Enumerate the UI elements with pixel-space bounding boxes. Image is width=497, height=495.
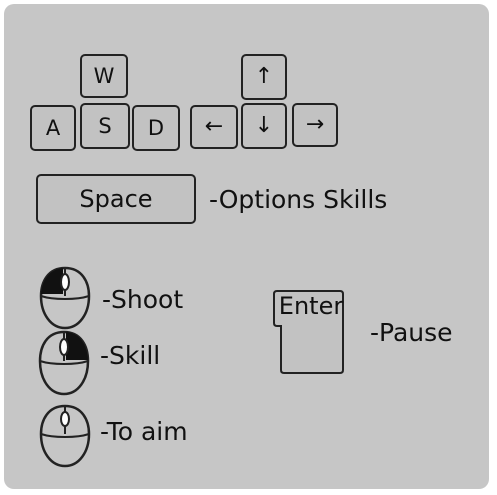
key-s: S <box>80 103 130 149</box>
key-a: A <box>30 105 76 151</box>
key-d-label: D <box>147 116 165 140</box>
enter-action-label: -Pause <box>370 318 453 347</box>
key-right: → <box>292 103 338 147</box>
mouse-left-button-icon <box>39 266 91 330</box>
key-up: ↑ <box>241 54 287 100</box>
key-left: ← <box>190 105 238 149</box>
right-click-label: -Skill <box>100 341 161 370</box>
controls-panel: W A S D ↑ ← ↓ → Space -Options Skills -S… <box>4 4 489 489</box>
key-down: ↓ <box>241 103 287 149</box>
space-action-label: -Options Skills <box>209 185 388 214</box>
enter-key-icon <box>273 290 344 374</box>
arrow-up-icon: ↑ <box>254 64 274 89</box>
key-enter-label: Enter <box>278 292 344 320</box>
key-w-label: W <box>93 64 115 88</box>
key-space: Space <box>36 174 196 224</box>
key-s-label: S <box>98 114 112 138</box>
key-a-label: A <box>45 116 61 140</box>
mouse-right-button-icon <box>38 330 90 396</box>
arrow-down-icon: ↓ <box>254 113 274 138</box>
key-space-label: Space <box>79 185 153 213</box>
arrow-right-icon: → <box>305 112 325 137</box>
wheel-label: -To aim <box>100 417 188 446</box>
mouse-wheel-icon <box>39 404 91 468</box>
arrow-left-icon: ← <box>204 114 224 139</box>
left-click-label: -Shoot <box>102 285 184 314</box>
key-d: D <box>132 105 180 151</box>
key-w: W <box>80 54 128 98</box>
